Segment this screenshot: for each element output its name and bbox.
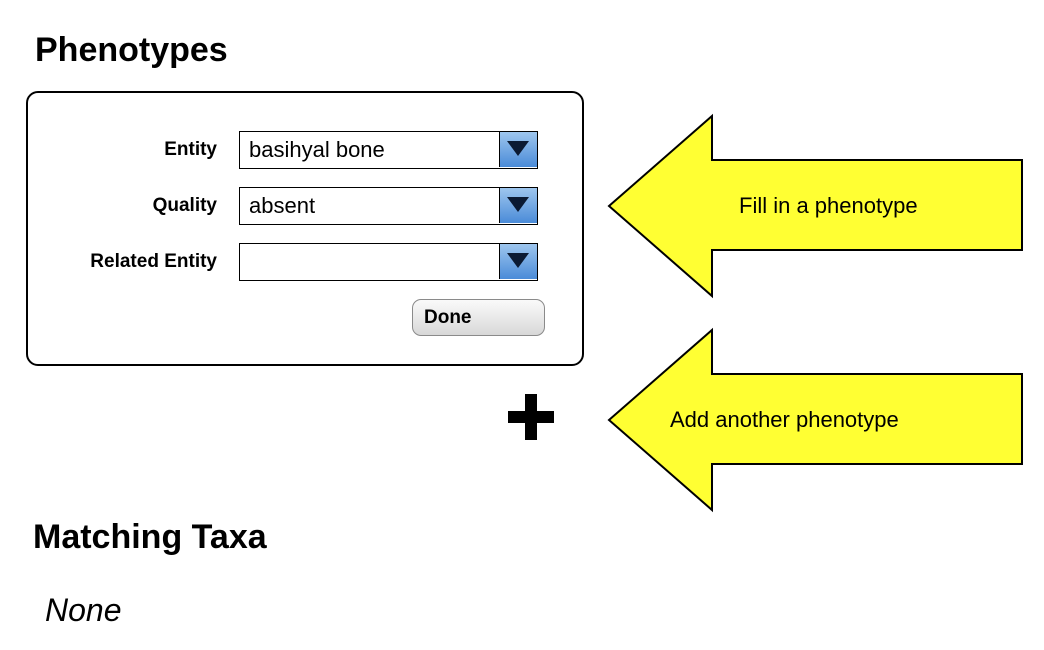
entity-dropdown-button[interactable] <box>499 132 537 167</box>
triangle-down-icon <box>507 141 529 156</box>
triangle-down-icon <box>507 253 529 268</box>
matching-taxa-empty-text: None <box>45 592 122 628</box>
add-another-callout-arrow <box>607 327 1023 513</box>
quality-label: Quality <box>152 195 217 216</box>
entity-value: basihyal bone <box>249 137 385 162</box>
matching-taxa-heading: Matching Taxa <box>33 518 267 556</box>
entity-combobox[interactable]: basihyal bone <box>239 131 538 169</box>
add-another-callout-text: Add another phenotype <box>670 407 899 432</box>
quality-dropdown-button[interactable] <box>499 188 537 223</box>
quality-combobox[interactable]: absent <box>239 187 538 225</box>
done-button[interactable]: Done <box>412 299 545 336</box>
fill-in-callout-arrow <box>607 113 1023 299</box>
phenotype-form-panel: Entity basihyal bone Quality absent Rela… <box>26 91 584 366</box>
related-entity-dropdown-button[interactable] <box>499 244 537 279</box>
triangle-down-icon <box>507 197 529 212</box>
related-entity-combobox[interactable] <box>239 243 538 281</box>
fill-in-callout-text: Fill in a phenotype <box>739 193 918 218</box>
phenotypes-heading: Phenotypes <box>35 31 228 69</box>
quality-value: absent <box>249 193 316 218</box>
plus-icon[interactable] <box>506 392 556 442</box>
entity-label: Entity <box>164 139 217 160</box>
related-entity-label: Related Entity <box>90 251 217 272</box>
